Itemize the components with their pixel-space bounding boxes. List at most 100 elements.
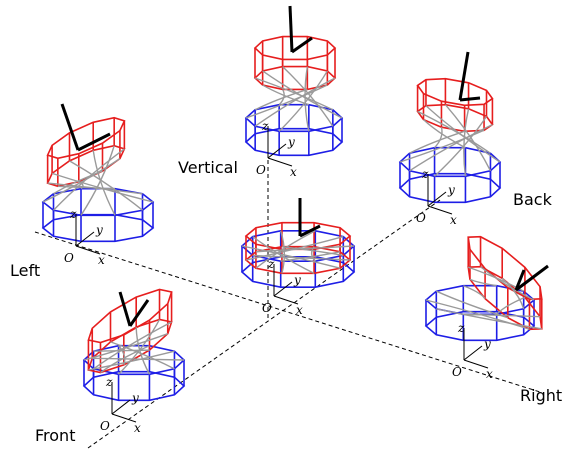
cable [245,84,328,119]
axis-label-y: y [447,183,455,197]
axis-triad-back [427,174,453,215]
axis-label-x: x [134,421,141,435]
cable [92,357,185,361]
x-axis [75,245,101,255]
pointer-arm-back [458,51,470,101]
y-axis [427,191,447,207]
cable [47,182,143,195]
cable [254,77,334,111]
cable [262,70,343,119]
cable [480,266,535,301]
y-axis [273,281,293,297]
cable [310,246,316,262]
cable [399,129,485,163]
pointer-arm-right [514,269,526,291]
cable [83,333,168,361]
label-vertical: Vertical [178,158,238,177]
pointer-arm2-center [299,224,321,238]
label-front: Front [35,426,75,445]
axis-triad-left [75,214,101,255]
axis-label-y: y [131,391,139,405]
axis-label-z: z [105,375,113,389]
cable [254,77,336,127]
axis-label-x: x [98,253,105,267]
x-axis [273,295,299,305]
top-cylinder-back-top-ring [416,77,494,107]
cable [262,84,310,106]
cable [93,321,172,370]
y-axis [267,143,287,159]
cables-back [399,104,501,177]
cable [252,236,315,274]
label-right: Right [520,386,562,405]
axis-label-z: z [69,207,77,221]
axis-label-z: z [261,119,269,133]
cable [409,123,493,172]
top-cylinder-left-top-ring [46,116,126,160]
cable [42,158,121,203]
cable [80,145,115,216]
y-axis [75,231,95,247]
pointer-arm-front [118,291,132,327]
axis-label-x: x [486,367,493,381]
pointer-arm2-left [77,132,111,152]
cable [423,119,466,149]
cables-right [425,266,542,330]
top-cylinder-center-top-ring [244,221,352,251]
cable [304,66,310,132]
top-cylinder-vertical-top-ring [253,35,337,61]
left-right-guide [34,231,541,393]
axis-label-y: y [293,273,301,287]
cable [51,172,154,203]
cable [88,350,175,371]
label-left: Left [10,261,40,280]
cable [469,278,497,287]
pointer-arm2-right [515,264,549,292]
pointer-arm2-vertical [291,36,313,54]
cable [118,319,161,375]
cable [434,127,443,149]
cable [52,148,125,211]
cable [278,89,285,106]
axis-label-x: x [296,303,303,317]
axis-label-y: y [287,135,295,149]
x-axis [267,157,293,167]
cable [69,160,143,211]
cable [241,245,341,269]
pointer-arm2-back [459,96,481,102]
axis-label-z: z [457,321,465,335]
origin-label: O [262,301,272,315]
y-axis [463,345,483,361]
top-cylinder-left [46,116,126,188]
cable [254,88,308,111]
pointer-arm-vertical [288,5,294,53]
pointer-arm-left [60,103,80,151]
cables-left [42,145,154,216]
cables-center [241,230,355,274]
axis-label-z: z [421,167,429,181]
origin-label: O [452,365,462,379]
cable [436,308,542,330]
cable [463,108,470,177]
origin-label: O [64,251,74,265]
cable [496,296,526,315]
cable [434,116,488,177]
axis-label-z: z [267,257,275,271]
origin-label: O [416,211,426,225]
x-axis [463,359,489,369]
axis-triad-front [111,382,137,423]
top-cylinder-vertical [253,35,337,91]
cable [463,313,541,318]
x-axis [427,205,453,215]
cable [110,341,175,370]
cables-front [83,319,185,375]
base-cylinder-back [398,146,502,204]
